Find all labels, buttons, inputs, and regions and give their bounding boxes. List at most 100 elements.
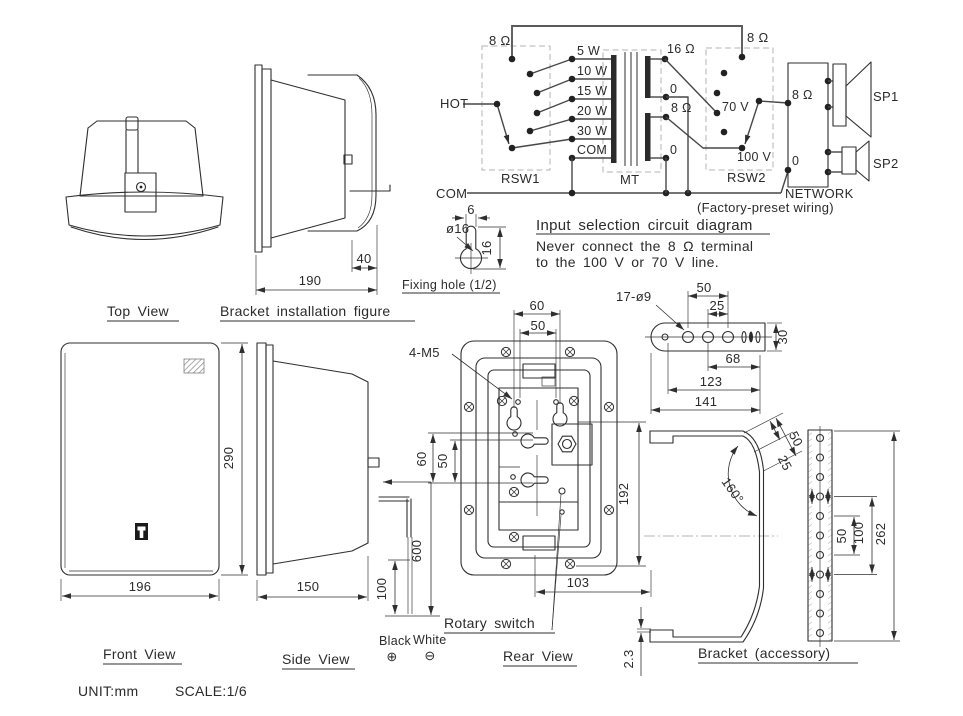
- dim-4m5: 4-M5: [409, 345, 440, 360]
- dim-150: 150: [297, 579, 320, 594]
- warning-line1: Never connect the 8 Ω terminal: [536, 238, 753, 254]
- dim-600: 600: [409, 540, 424, 563]
- sec-8ohm-label: 8 Ω: [671, 101, 692, 115]
- rsw1-box: [481, 45, 551, 171]
- sec-16ohm-label: 16 Ω: [667, 42, 695, 56]
- rear-dim-50-left: 50: [435, 453, 450, 468]
- tap-15w: 15 W: [577, 84, 607, 98]
- primary-winding: [611, 55, 617, 163]
- arm-dim-123: 123: [700, 374, 723, 389]
- sp1-label: SP1: [873, 89, 898, 104]
- sec-0b-label: 0: [670, 143, 677, 157]
- circuit-title: Input selection circuit diagram: [536, 217, 753, 234]
- arm-dim-30: 30: [775, 329, 790, 344]
- rsw1-8ohm-label: 8 Ω: [489, 33, 510, 48]
- top-view-label: Top View: [107, 303, 170, 319]
- rear-dim-50-top: 50: [530, 318, 545, 333]
- dia16-label: ø16: [446, 221, 469, 236]
- arm-dim-68: 68: [725, 351, 740, 366]
- rear-keyholes: [506, 399, 568, 488]
- bracket-installation-label: Bracket installation figure: [220, 303, 391, 319]
- front-view-label: Front View: [103, 646, 176, 662]
- plus-symbol: ⊕: [386, 649, 397, 664]
- 100v-label: 100 V: [737, 150, 772, 164]
- dim-190: 190: [299, 273, 322, 288]
- network-8ohm-label: 8 Ω: [792, 88, 813, 102]
- secondary-winding-hi: [645, 56, 651, 98]
- rsw2-box: [705, 47, 774, 171]
- rear-dim-60-left: 60: [414, 451, 429, 466]
- white-wire-label: White: [413, 633, 446, 647]
- input-selection-circuit: HOT COM 8 Ω 5 W 10 W 15 W 20 W 30 W COM …: [436, 25, 898, 270]
- dim-192: 192: [616, 483, 631, 506]
- rsw1-switch: [493, 55, 573, 152]
- scale-label: SCALE:1/6: [175, 683, 247, 699]
- dim-290: 290: [221, 447, 236, 470]
- factory-preset-note: (Factory-preset wiring): [697, 200, 834, 215]
- mt-label: MT: [620, 172, 639, 187]
- sp2-cone: [855, 140, 870, 182]
- rear-view: 4-M5 60 50 60 50 192 103 Rotary switch R…: [409, 298, 652, 667]
- hot-top-wire: [511, 25, 743, 59]
- tap-5w: 5 W: [577, 44, 600, 58]
- bracket-dim-25-diag: 25: [775, 453, 795, 473]
- arm-dim-141: 141: [695, 394, 718, 409]
- 70v-label: 70 V: [722, 100, 749, 114]
- dim-2-3: 2.3: [621, 650, 636, 669]
- arm-dim-25: 25: [709, 298, 724, 313]
- keyhole-shape: [459, 225, 483, 270]
- tap-com: COM: [577, 143, 607, 157]
- bracket-dim-50: 50: [834, 528, 849, 543]
- network-0-label: 0: [792, 154, 799, 168]
- bracket-dim-50-diag: 50: [786, 429, 806, 449]
- rsw2-label: RSW2: [727, 170, 766, 185]
- top-view: Top View: [65, 116, 224, 322]
- mt-transformer: [568, 52, 739, 197]
- bracket-arm-top: 17-ø9 50 25 30 68 123 141: [616, 280, 790, 414]
- sp2-driver: [841, 146, 857, 175]
- dim-103: 103: [567, 575, 590, 590]
- dim-6: 6: [467, 202, 475, 217]
- fixing-hole-detail: ø16 6 16 Fixing hole (1/2): [402, 202, 506, 294]
- model-label-plate: [183, 358, 205, 374]
- dim-16: 16: [479, 240, 494, 255]
- rotary-switch-label: Rotary switch: [444, 615, 535, 631]
- bracket-installation-figure: 40 190 Bracket installation figure: [220, 64, 415, 322]
- rear-dim-60-top: 60: [529, 298, 544, 313]
- bracket-dim-100: 100: [851, 522, 866, 545]
- footer: UNIT:mm SCALE:1/6: [78, 683, 247, 699]
- rsw1-label: RSW1: [501, 171, 540, 186]
- dim-196: 196: [129, 579, 152, 594]
- sp1-driver: [832, 63, 847, 127]
- tap-20w: 20 W: [577, 104, 607, 118]
- toa-logo: [135, 523, 148, 540]
- rear-view-label: Rear View: [503, 648, 574, 664]
- network-and-speakers: [784, 61, 872, 188]
- sp1-cone: [845, 61, 872, 138]
- rsw2-switch: [713, 53, 789, 152]
- dim-17-dia9: 17-ø9: [616, 289, 651, 304]
- hex-nut: [551, 423, 593, 466]
- warning-line2: to the 100 V or 70 V line.: [536, 254, 719, 270]
- unit-label: UNIT:mm: [78, 683, 138, 699]
- tap-10w: 10 W: [577, 64, 607, 78]
- tap-30w: 30 W: [577, 124, 607, 138]
- dim-160deg: 160°: [718, 475, 746, 507]
- network-label: NETWORK: [785, 186, 854, 201]
- dim-40: 40: [356, 251, 371, 266]
- bracket-accessory: 160° 50 25 2.3 50 100 262 Bracket (acces…: [621, 412, 900, 676]
- sec-0a-label: 0: [670, 82, 677, 96]
- rotary-switch-holes: [551, 487, 566, 631]
- network-box: [787, 62, 829, 188]
- minus-symbol: ⊖: [424, 648, 435, 663]
- front-lip: [65, 191, 224, 237]
- rsw2-8ohm-label: 8 Ω: [747, 30, 768, 45]
- side-view: 150 600 100 Black White ⊕ ⊖ Side View: [256, 342, 446, 670]
- secondary-winding-lo: [645, 113, 651, 161]
- bracket-dim-262: 262: [873, 523, 888, 546]
- dim-100: 100: [374, 578, 389, 601]
- black-wire-label: Black: [379, 634, 412, 648]
- com-label: COM: [436, 186, 467, 201]
